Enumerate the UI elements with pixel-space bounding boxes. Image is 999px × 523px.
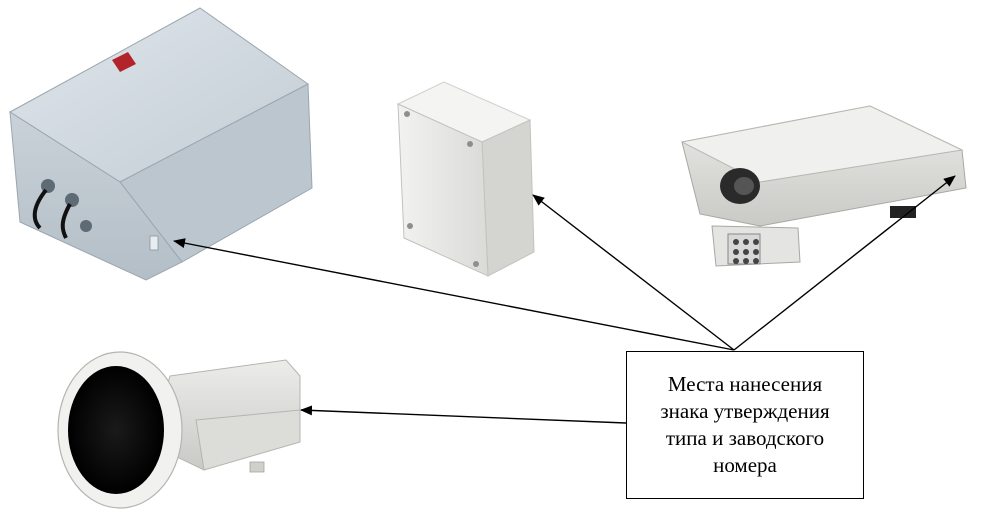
arrow-to-junction-box [532,194,735,351]
arrow-to-housing-camera [733,175,956,351]
housing-camera [680,105,967,267]
callout-box: Места нанесения знака утверждения типа и… [626,351,864,499]
junction-box [396,81,535,277]
callout-text: Места нанесения знака утверждения типа и… [660,372,830,477]
pointer-arrows [173,175,956,424]
arrow-to-thermal-camera [300,405,627,424]
thermal-camera [57,351,301,509]
control-cabinet [9,7,313,281]
arrow-to-cabinet [173,238,735,351]
